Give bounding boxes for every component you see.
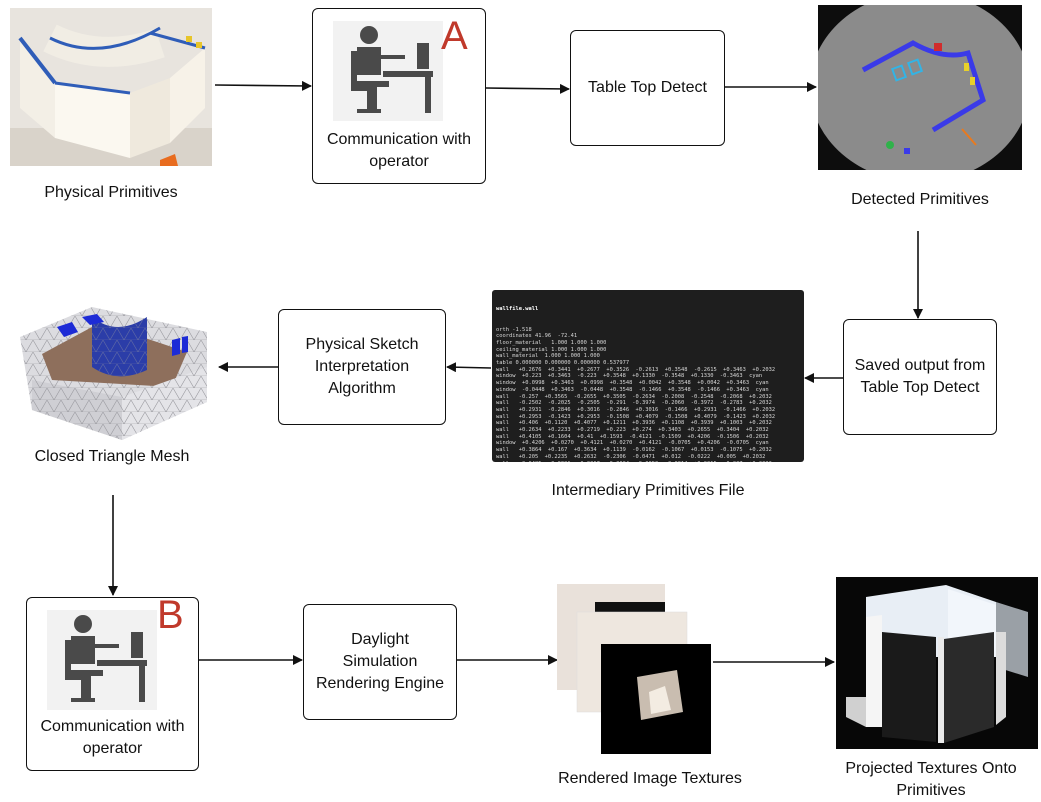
projected-textures-image — [836, 577, 1038, 749]
terminal-line: window +0.223 +0.3463 -0.223 +0.3548 +0.… — [496, 373, 763, 380]
caption-detected-primitives: Detected Primitives — [851, 191, 989, 208]
arrow-physical-to-comm-a — [214, 80, 312, 91]
caption-closed-triangle-mesh: Closed Triangle Mesh — [34, 448, 190, 465]
terminal-line: wall +0.2634 +0.2233 +0.2719 +0.223 +0.2… — [496, 427, 769, 434]
closed-triangle-mesh-image — [12, 292, 212, 442]
terminal-line: wall_material 1.000 1.000 1.000 — [496, 353, 600, 360]
operator-at-desk-icon — [333, 21, 443, 121]
terminal-line: ceiling_material 1.000 1.000 1.000 — [496, 346, 607, 353]
terminal-line: table 0.000000 0.000000 0.000000 0.53797… — [496, 360, 630, 367]
terminal-line: wall +0.205 +0.2235 +0.2632 -0.2306 -0.0… — [496, 453, 766, 460]
terminal-line: window -0.0448 +0.3463 -0.0448 +0.3548 -… — [496, 386, 769, 393]
label-letter-b: B — [157, 593, 184, 637]
arrow-terminal-to-algo — [446, 362, 492, 373]
terminal-line: wall +0.2953 -0.1423 +0.2953 -0.1508 +0.… — [496, 413, 776, 420]
rendered-image-textures — [555, 582, 715, 760]
comm-with-operator-a-node: A Communication with operator — [312, 8, 486, 184]
terminal-line: wall -0.0485 -0.0021 -0.0067 -0.0064 -0.… — [496, 461, 800, 462]
label-letter-a: A — [441, 14, 468, 58]
detected-primitives-image — [818, 5, 1022, 170]
terminal-title: wallfile.wall — [496, 306, 539, 313]
caption-physical-primitives: Physical Primitives — [44, 184, 178, 201]
terminal-line: wall +0.4105 +0.1604 +0.41 +0.1593 -0.41… — [496, 433, 769, 440]
caption-projected-textures: Projected Textures Onto Primitives — [845, 760, 1017, 799]
terminal-line: wall -0.2502 -0.2025 -0.2505 -0.291 -0.3… — [496, 400, 772, 407]
comm-a-label: Communication with operator — [326, 131, 472, 170]
comm-b-label: Communication with operator — [40, 718, 185, 757]
terminal-line: wall +0.406 +0.1120 +0.4077 +0.1211 +0.3… — [496, 420, 772, 427]
terminal-line: orth -1.518 — [496, 326, 532, 333]
terminal-line: wall +0.2931 -0.2846 +0.3016 -0.2846 +0.… — [496, 406, 776, 413]
terminal-line: window +0.0998 +0.3463 +0.0998 +0.3548 +… — [496, 380, 769, 387]
terminal-line: window +0.4206 +0.0270 +0.4121 +0.0270 +… — [496, 440, 769, 447]
terminal-line: wall -0.257 +0.3565 -0.2655 +0.3505 -0.2… — [496, 393, 772, 400]
comm-with-operator-b-node: B Communication with operator — [26, 593, 199, 771]
sketch-algorithm-node: Physical Sketch Interpretation Algorithm — [278, 309, 446, 425]
terminal-line: wall +0.2676 +0.3441 +0.2677 +0.3526 -0.… — [496, 366, 776, 373]
operator-at-desk-icon — [47, 610, 157, 710]
daylight-engine-node: Daylight Simulation Rendering Engine — [303, 604, 457, 720]
terminal-line: wall +0.3864 +0.167 +0.3634 +0.1139 -0.0… — [496, 447, 772, 454]
caption-rendered-textures: Rendered Image Textures — [558, 770, 742, 787]
saved-output-node: Saved output from Table Top Detect — [843, 319, 997, 435]
terminal-line: floor_material 1.000 1.000 1.000 — [496, 339, 607, 346]
physical-primitives-image — [10, 8, 212, 166]
table-top-detect-node: Table Top Detect — [570, 30, 725, 146]
caption-intermediary-file: Intermediary Primitives File — [551, 482, 745, 499]
terminal-line: coordinates 41.96 -72.41 — [496, 333, 578, 340]
arrow-comm-a-to-tabletop — [485, 83, 570, 94]
